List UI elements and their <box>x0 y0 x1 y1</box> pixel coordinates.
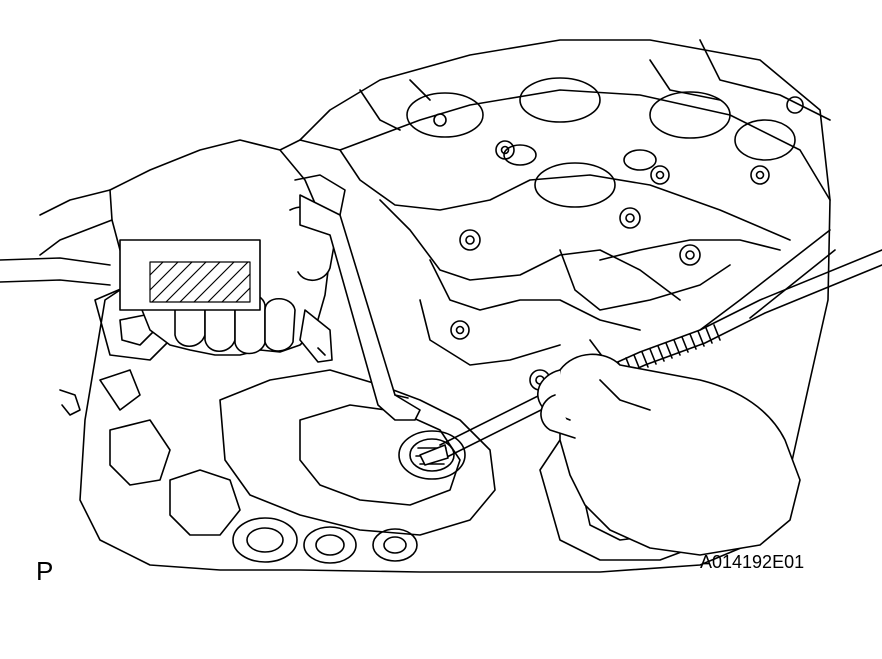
view-label: P <box>36 556 54 586</box>
figure-code: A014192E01 <box>700 552 805 572</box>
air-gun <box>0 174 421 421</box>
grip-hatch <box>149 261 251 303</box>
hand-right <box>536 353 801 556</box>
engine-block <box>59 39 836 573</box>
